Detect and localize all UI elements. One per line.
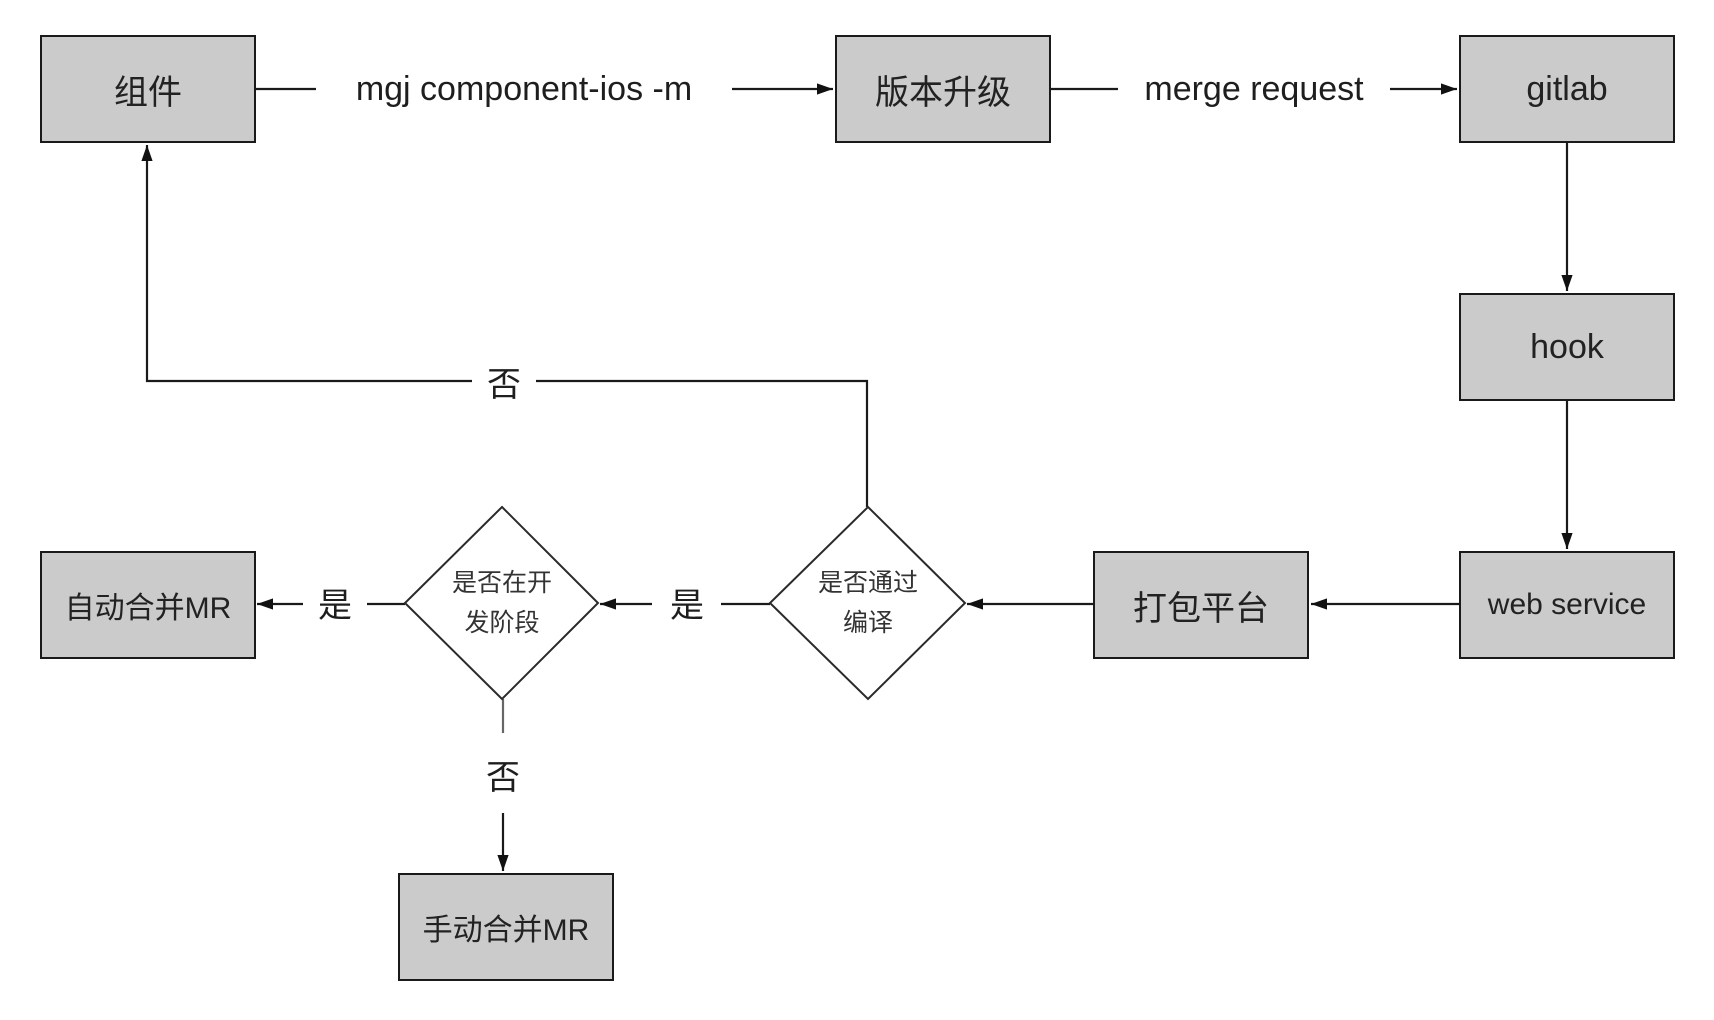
node-packaging-platform[interactable]: 打包平台	[1093, 551, 1309, 659]
node-gitlab[interactable]: gitlab	[1459, 35, 1675, 143]
compile-check-label-line1: 是否通过	[817, 569, 919, 597]
node-component[interactable]: 组件	[40, 35, 256, 143]
edge-label-compile-no: 否	[485, 365, 523, 405]
node-manual-merge-label: 手动合并MR	[422, 914, 590, 947]
node-packaging-platform-label: 打包平台	[1133, 589, 1269, 628]
node-auto-merge[interactable]: 自动合并MR	[40, 551, 256, 659]
compile-check-label-line2: 编译	[842, 609, 894, 637]
node-auto-merge-label: 自动合并MR	[64, 592, 232, 625]
compile-check-diamond	[768, 505, 967, 701]
node-component-label: 组件	[114, 73, 182, 112]
node-web-service-label: web service	[1487, 588, 1647, 621]
node-version-upgrade-label: 版本升级	[875, 73, 1011, 112]
edge-label-version-to-gitlab: merge request	[1142, 69, 1366, 109]
node-version-upgrade[interactable]: 版本升级	[835, 35, 1051, 143]
edge-compile-no-left	[141, 145, 472, 383]
dev-stage-check-label: 是否在开 发阶段	[452, 563, 552, 643]
edge-label-component-to-version: mgj component-ios -m	[353, 69, 695, 109]
dev-stage-check-label-line2: 发阶段	[464, 609, 540, 637]
compile-check-label: 是否通过 编译	[818, 563, 918, 643]
edge-label-devstage-yes: 是	[316, 586, 354, 626]
node-hook[interactable]: hook	[1459, 293, 1675, 401]
node-gitlab-label: gitlab	[1526, 69, 1608, 108]
edge-compile-no-right	[536, 379, 869, 507]
dev-stage-check-diamond	[403, 505, 600, 701]
dev-stage-check-label-line1: 是否在开	[451, 569, 553, 597]
node-manual-merge[interactable]: 手动合并MR	[398, 873, 614, 981]
node-hook-label: hook	[1530, 327, 1604, 366]
edge-label-devstage-no: 否	[484, 758, 522, 798]
node-web-service[interactable]: web service	[1459, 551, 1675, 659]
edge-label-compile-yes: 是	[668, 586, 706, 626]
